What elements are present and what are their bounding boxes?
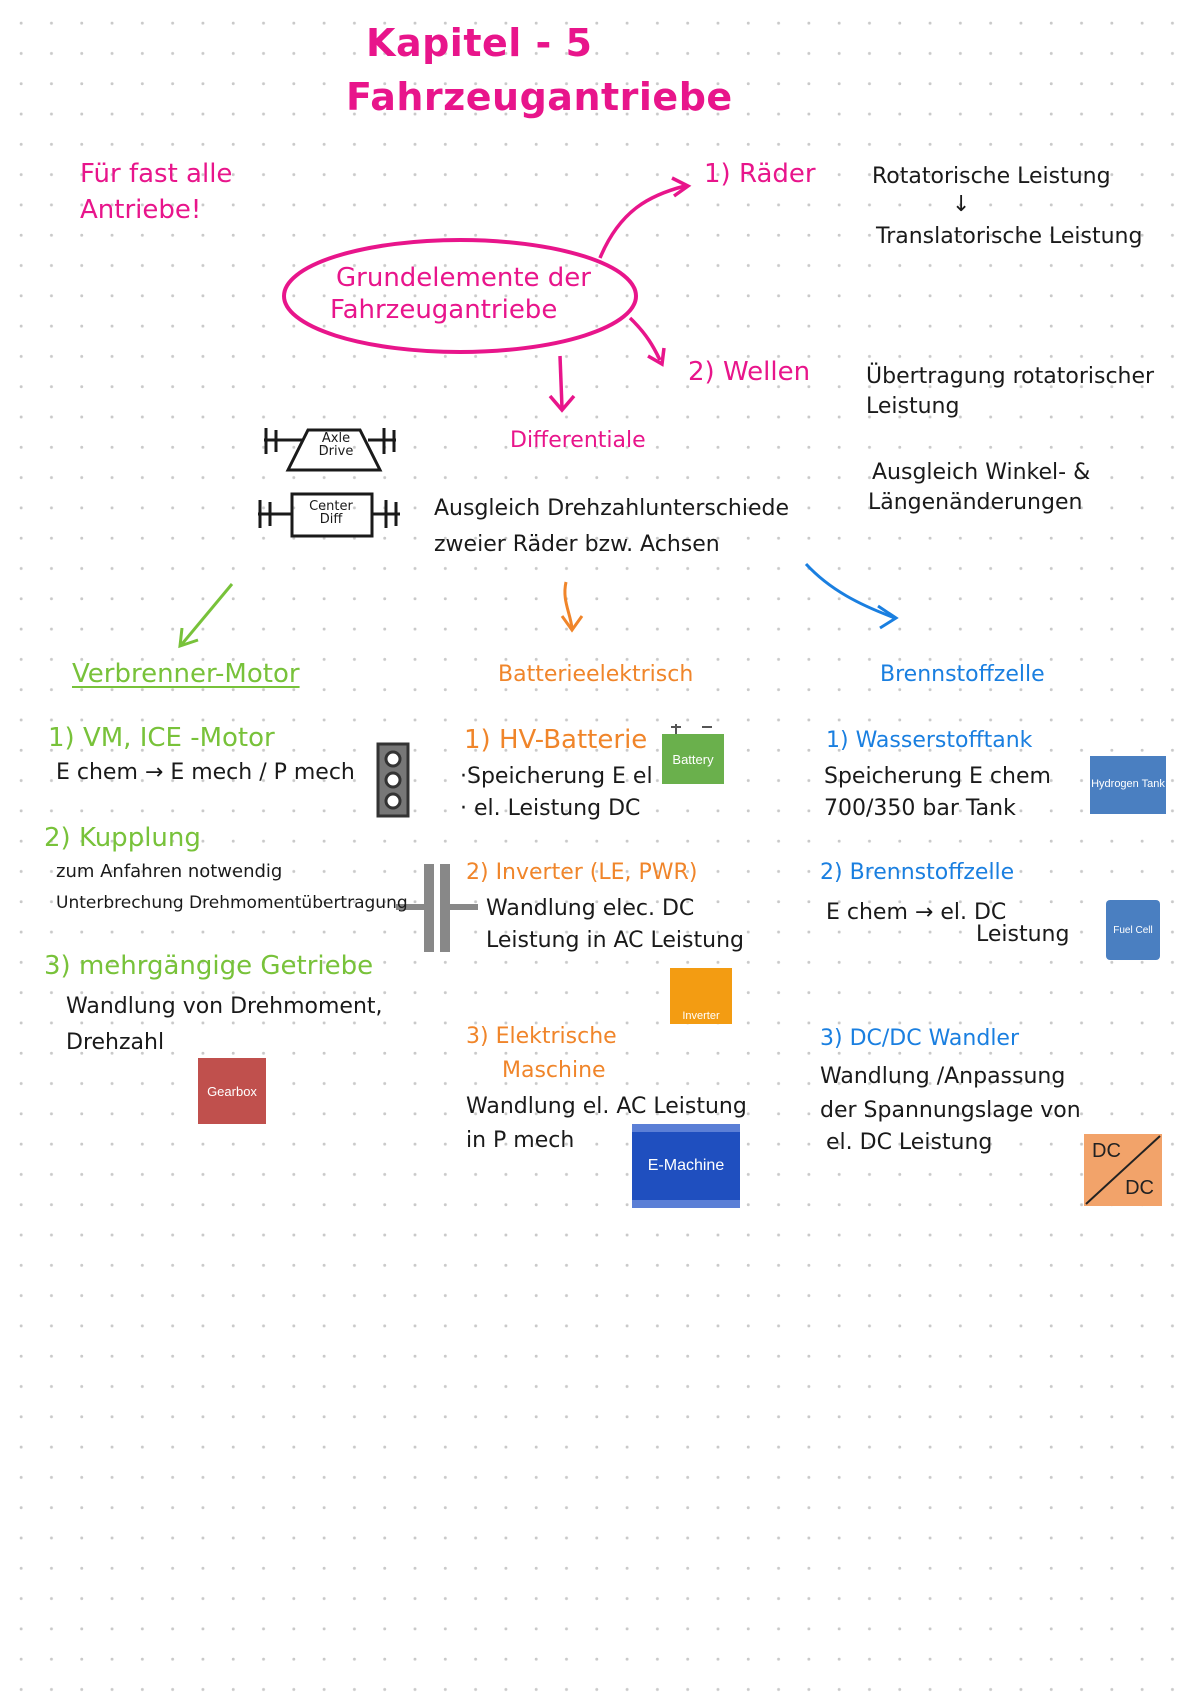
ice-item3-desc2: Drehzahl — [66, 1030, 165, 1055]
ice-heading: Verbrenner-Motor — [72, 659, 300, 689]
arrow-to-differentiale — [558, 355, 564, 409]
bev-item2-title: 2) Inverter (LE, PWR) — [466, 860, 698, 885]
raeder-label: 1) Räder — [704, 159, 816, 189]
dcdc-top-label: DC — [1092, 1140, 1121, 1162]
axle-drive-icon — [264, 428, 396, 472]
axle-drive-label: Axle Drive — [318, 431, 354, 459]
raeder-arrow: ↓ — [952, 192, 971, 217]
fuel-cell-box: Fuel Cell — [1106, 900, 1160, 960]
bev-item3-desc2: in P mech — [466, 1128, 575, 1153]
arrow-to-wellen — [628, 316, 662, 361]
wellen-desc1: Übertragung rotatorischer — [866, 364, 1155, 389]
clutch-icon — [396, 864, 478, 952]
fc-item1-desc1: Speicherung E chem — [824, 764, 1051, 789]
fc-item3-desc1: Wandlung /Anpassung — [820, 1064, 1066, 1089]
bev-item3-title1: 3) Elektrische — [466, 1024, 617, 1049]
bev-item1-desc1: ·Speicherung E el — [460, 764, 653, 789]
raeder-desc2: Translatorische Leistung — [876, 224, 1143, 249]
battery-terminals — [671, 724, 712, 734]
fc-item3-desc2: der Spannungslage von — [820, 1098, 1081, 1123]
fc-heading: Brennstoffzelle — [880, 662, 1045, 687]
note-line2: Antriebe! — [80, 195, 202, 225]
ice-item1-desc: E chem → E mech / P mech — [56, 760, 355, 785]
ice-item2-desc2: Unterbrechung Drehmomentübertragung — [56, 893, 408, 913]
bev-item1-desc2: · el. Leistung DC — [460, 796, 641, 821]
arrow-to-ice — [180, 583, 234, 645]
ice-item1-title: 1) VM, ICE -Motor — [48, 723, 275, 753]
dcdc-diagonal — [1085, 1135, 1161, 1205]
hydrogen-tank-box: Hydrogen Tank — [1090, 756, 1166, 814]
title-line2: Fahrzeugantriebe — [346, 75, 733, 119]
wellen-desc2: Leistung — [866, 394, 960, 419]
engine-icon — [376, 742, 410, 818]
arrow-to-bev — [563, 581, 574, 629]
note-line1: Für fast alle — [80, 159, 233, 189]
wellen-desc3: Ausgleich Winkel- & — [872, 460, 1091, 485]
fc-item1-desc2: 700/350 bar Tank — [824, 796, 1016, 821]
bev-item2-desc2: Leistung in AC Leistung — [486, 928, 744, 953]
differentiale-label: Differentiale — [510, 428, 646, 453]
emachine-box: E-Machine — [632, 1124, 740, 1208]
title-line1: Kapitel - 5 — [366, 21, 593, 65]
bev-heading: Batterieelektrisch — [498, 662, 694, 687]
fc-item1-title: 1) Wasserstofftank — [826, 728, 1033, 753]
dcdc-bottom-label: DC — [1125, 1177, 1154, 1199]
raeder-desc1: Rotatorische Leistung — [872, 164, 1111, 189]
center-line1: Grundelemente der — [336, 263, 591, 293]
fc-item2-title: 2) Brennstoffzelle — [820, 860, 1015, 885]
center-diff-label: Center Diff — [309, 499, 353, 527]
center-diff-icon — [258, 492, 400, 538]
arrow-to-raeder — [598, 184, 686, 259]
bev-item3-title2: Maschine — [502, 1058, 606, 1083]
differentiale-desc1: Ausgleich Drehzahlunterschiede — [434, 496, 790, 521]
center-line2: Fahrzeugantriebe — [330, 295, 558, 325]
inverter-box: Inverter — [670, 968, 732, 1024]
fc-item2-desc1: E chem → el. DC — [826, 900, 1007, 925]
fc-item2-desc2: Leistung — [976, 922, 1070, 947]
arrow-to-fc — [804, 562, 896, 620]
bev-item1-title: 1) HV-Batterie — [464, 725, 648, 755]
wellen-label: 2) Wellen — [688, 357, 811, 387]
bev-item3-desc1: Wandlung el. AC Leistung — [466, 1094, 747, 1119]
ice-item3-title: 3) mehrgängige Getriebe — [44, 951, 374, 981]
dcdc-box: DC DC — [1084, 1134, 1162, 1206]
bev-item2-desc1: Wandlung elec. DC — [486, 896, 695, 921]
battery-box: Battery — [662, 734, 724, 784]
gearbox-box: Gearbox — [198, 1058, 266, 1124]
ice-item2-title: 2) Kupplung — [44, 823, 201, 853]
fc-item3-title: 3) DC/DC Wandler — [820, 1026, 1020, 1051]
center-ellipse — [282, 238, 638, 354]
wellen-desc4: Längenänderungen — [868, 490, 1083, 515]
ice-item3-desc1: Wandlung von Drehmoment, — [66, 994, 383, 1019]
fc-item3-desc3: el. DC Leistung — [826, 1130, 993, 1155]
ice-item2-desc1: zum Anfahren notwendig — [56, 861, 283, 882]
differentiale-desc2: zweier Räder bzw. Achsen — [434, 532, 720, 557]
